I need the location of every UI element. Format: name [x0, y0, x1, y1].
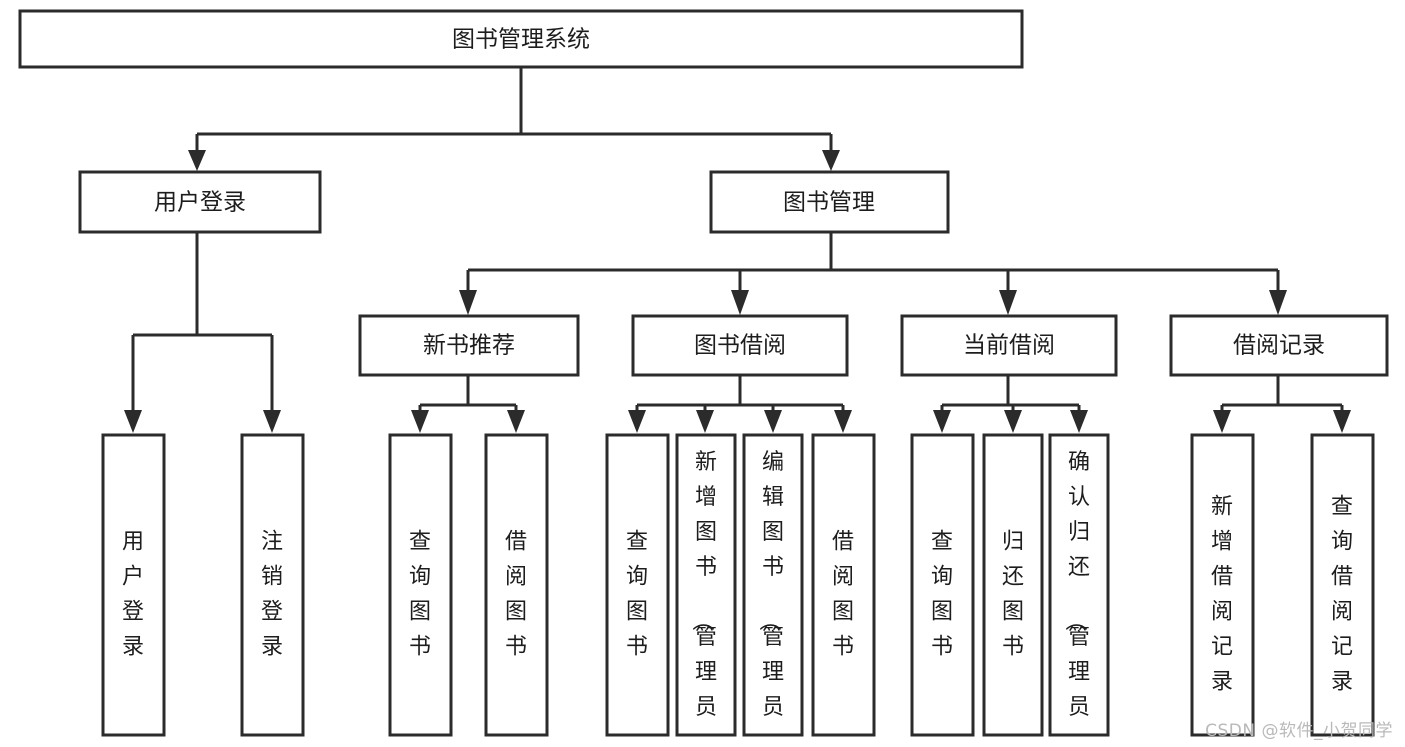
node-leaf-return-book[interactable]: 归还图书: [982, 433, 1044, 737]
node-new-book-recommend[interactable]: 新书推荐: [358, 314, 580, 377]
leaf-borrow-book-2-label: 借阅图书: [832, 529, 854, 659]
node-borrow-record[interactable]: 借阅记录: [1169, 314, 1389, 377]
leaf-add-record-box[interactable]: [1190, 433, 1255, 737]
leaf-add-book-box[interactable]: [675, 433, 737, 737]
leaf-query-book-1-label: 查询图书: [409, 529, 431, 659]
root-label: 图书管理系统: [452, 27, 590, 53]
user-login-label: 用户登录: [154, 190, 246, 216]
arrowhead-leaf-query-book-2: [628, 410, 646, 433]
node-leaf-borrow-book-1[interactable]: 借阅图书: [484, 433, 549, 737]
user-login-box[interactable]: [78, 170, 322, 234]
leaf-edit-book-label: 编辑图书（管理员）: [756, 450, 784, 747]
node-leaf-query-book-1[interactable]: 查询图书: [388, 433, 453, 737]
book-borrow-box[interactable]: [631, 314, 849, 377]
leaf-confirm-return-box[interactable]: [1048, 433, 1110, 737]
leaf-query-book-2-box[interactable]: [605, 433, 670, 737]
arrowhead-new-book-recommend: [459, 290, 477, 315]
book-borrow-label: 图书借阅: [694, 333, 786, 359]
root-box[interactable]: [18, 9, 1024, 69]
node-leaf-query-record[interactable]: 查询借阅记录: [1310, 433, 1375, 737]
current-borrow-label: 当前借阅: [963, 333, 1055, 359]
arrowhead-leaf-add-book: [696, 410, 714, 433]
node-leaf-add-book[interactable]: 新增图书（管理员）: [675, 433, 737, 747]
leaf-edit-book-box[interactable]: [742, 433, 804, 737]
arrowhead-leaf-edit-book: [764, 410, 782, 433]
leaf-user-login-box[interactable]: [101, 433, 166, 737]
leaf-return-book-box[interactable]: [982, 433, 1044, 737]
leaf-query-record-box[interactable]: [1310, 433, 1375, 737]
new-book-recommend-label: 新书推荐: [423, 333, 515, 359]
leaf-return-book-label: 归还图书: [1002, 529, 1024, 659]
arrowhead-book-management: [822, 150, 840, 171]
node-leaf-query-book-3[interactable]: 查询图书: [910, 433, 975, 737]
leaf-logout-label: 注销登录: [261, 529, 283, 659]
leaf-borrow-book-2-box[interactable]: [811, 433, 876, 737]
arrowhead-leaf-borrow-book-2: [834, 410, 852, 433]
node-user-login[interactable]: 用户登录: [78, 170, 322, 234]
leaf-query-book-3-label: 查询图书: [931, 529, 953, 659]
arrowhead-leaf-borrow-book-1: [507, 410, 525, 433]
node-leaf-query-book-2[interactable]: 查询图书: [605, 433, 670, 737]
leaf-query-book-3-box[interactable]: [910, 433, 975, 737]
arrowhead-leaf-query-book-3: [933, 410, 951, 433]
book-management-box[interactable]: [709, 170, 950, 234]
leaf-add-record-label: 新增借阅记录: [1211, 494, 1233, 694]
node-leaf-edit-book[interactable]: 编辑图书（管理员）: [742, 433, 804, 747]
leaf-add-book-label: 新增图书（管理员）: [689, 450, 717, 747]
arrowhead-user-login: [188, 150, 206, 171]
leaf-logout-box[interactable]: [240, 433, 305, 737]
node-leaf-add-record[interactable]: 新增借阅记录: [1190, 433, 1255, 737]
leaf-borrow-book-1-label: 借阅图书: [505, 529, 527, 659]
arrowhead-leaf-confirm-return: [1070, 410, 1088, 433]
arrowhead-current-borrow: [999, 290, 1017, 315]
leaf-query-record-label: 查询借阅记录: [1331, 494, 1353, 694]
node-book-management[interactable]: 图书管理: [709, 170, 950, 234]
node-book-borrow[interactable]: 图书借阅: [631, 314, 849, 377]
node-leaf-user-login[interactable]: 用户登录: [101, 433, 166, 737]
node-leaf-confirm-return[interactable]: 确认归还（管理员）: [1048, 433, 1110, 747]
arrowhead-leaf-query-record: [1333, 410, 1351, 433]
leaf-borrow-book-1-box[interactable]: [484, 433, 549, 737]
csdn-watermark: CSDN @软件_小贺同学: [1205, 721, 1393, 741]
node-leaf-logout[interactable]: 注销登录: [240, 433, 305, 737]
arrowhead-borrow-record: [1269, 290, 1287, 315]
arrowhead-leaf-user-login: [124, 410, 142, 433]
arrowhead-leaf-add-record: [1213, 410, 1231, 433]
node-leaf-borrow-book-2[interactable]: 借阅图书: [811, 433, 876, 737]
connector-layer: [124, 67, 1351, 433]
borrow-record-label: 借阅记录: [1233, 333, 1325, 359]
book-management-label: 图书管理: [783, 190, 875, 216]
arrowhead-leaf-return-book: [1004, 410, 1022, 433]
arrowhead-leaf-logout: [263, 410, 281, 433]
arrowhead-book-borrow: [731, 290, 749, 315]
leaf-query-book-2-label: 查询图书: [626, 529, 648, 659]
leaf-confirm-return-label: 确认归还（管理员）: [1062, 450, 1090, 747]
current-borrow-box[interactable]: [900, 314, 1118, 377]
leaf-query-book-1-box[interactable]: [388, 433, 453, 737]
borrow-record-box[interactable]: [1169, 314, 1389, 377]
arrowhead-leaf-query-book-1: [411, 410, 429, 433]
node-current-borrow[interactable]: 当前借阅: [900, 314, 1118, 377]
leaf-user-login-label: 用户登录: [122, 529, 144, 659]
node-root-system[interactable]: 图书管理系统: [18, 9, 1024, 69]
new-book-recommend-box[interactable]: [358, 314, 580, 377]
